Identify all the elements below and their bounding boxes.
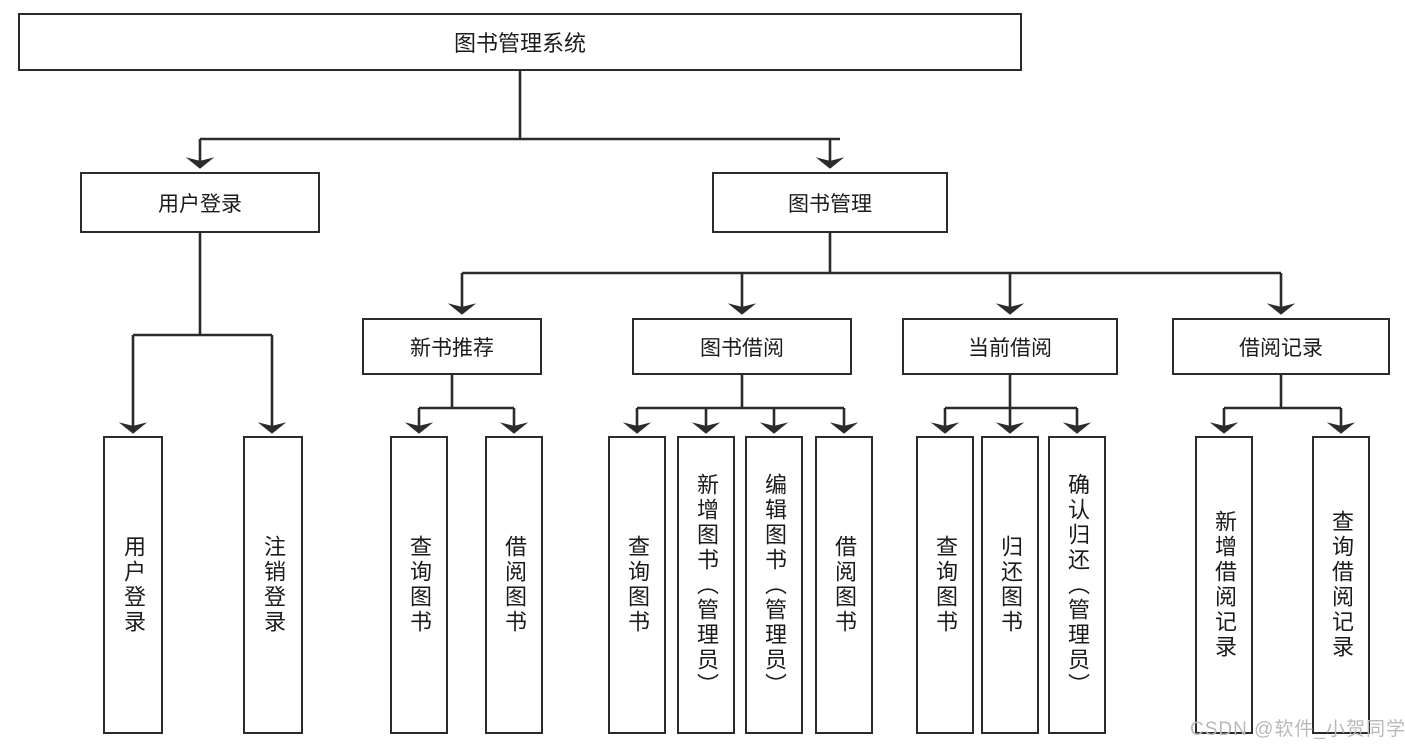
leaf-new-book-query[interactable]: 查询图书 bbox=[390, 436, 448, 734]
leaf-current-confirm-return-admin[interactable]: 确认归还（管理员） bbox=[1048, 436, 1106, 734]
node-book-management[interactable]: 图书管理 bbox=[712, 172, 948, 233]
leaf-borrow-edit-book-admin[interactable]: 编辑图书（管理员） bbox=[745, 436, 803, 734]
node-label: 注销登录 bbox=[261, 535, 286, 635]
csdn-watermark: CSDN @软件_小贺同学 bbox=[1190, 719, 1405, 740]
node-root-book-management-system[interactable]: 图书管理系统 bbox=[18, 13, 1022, 71]
node-label: 借阅图书 bbox=[832, 535, 857, 635]
leaf-new-book-borrow[interactable]: 借阅图书 bbox=[485, 436, 543, 734]
node-label: 编辑图书（管理员） bbox=[762, 472, 787, 698]
node-label: 确认归还（管理员） bbox=[1065, 472, 1090, 698]
node-label: 查询图书 bbox=[933, 535, 958, 635]
leaf-borrow-query-book[interactable]: 查询图书 bbox=[608, 436, 666, 734]
node-label: 借阅记录 bbox=[1239, 336, 1323, 360]
leaf-current-return-book[interactable]: 归还图书 bbox=[981, 436, 1039, 734]
leaf-borrow-borrow-book[interactable]: 借阅图书 bbox=[815, 436, 873, 734]
node-label: 用户登录 bbox=[158, 192, 242, 216]
node-label: 用户登录 bbox=[121, 535, 146, 635]
node-label: 查询图书 bbox=[625, 535, 650, 635]
leaf-record-add-record[interactable]: 新增借阅记录 bbox=[1195, 436, 1253, 734]
leaf-user-login-login[interactable]: 用户登录 bbox=[103, 436, 163, 734]
node-label: 查询借阅记录 bbox=[1329, 510, 1354, 660]
leaf-current-query-book[interactable]: 查询图书 bbox=[916, 436, 974, 734]
node-label: 查询图书 bbox=[407, 535, 432, 635]
node-label: 图书管理 bbox=[788, 192, 872, 216]
node-label: 图书管理系统 bbox=[453, 31, 586, 56]
leaf-borrow-add-book-admin[interactable]: 新增图书（管理员） bbox=[677, 436, 735, 734]
node-label: 当前借阅 bbox=[968, 336, 1052, 360]
node-label: 借阅图书 bbox=[502, 535, 527, 635]
leaf-user-login-logout[interactable]: 注销登录 bbox=[243, 436, 303, 734]
node-label: 新增借阅记录 bbox=[1212, 510, 1237, 660]
node-current-borrow[interactable]: 当前借阅 bbox=[902, 318, 1118, 375]
node-label: 新增图书（管理员） bbox=[694, 472, 719, 698]
node-label: 新书推荐 bbox=[410, 336, 494, 360]
leaf-record-query-record[interactable]: 查询借阅记录 bbox=[1312, 436, 1370, 734]
node-book-borrow[interactable]: 图书借阅 bbox=[632, 318, 852, 375]
node-label: 图书借阅 bbox=[700, 336, 784, 360]
node-new-book-recommend[interactable]: 新书推荐 bbox=[362, 318, 542, 375]
node-user-login[interactable]: 用户登录 bbox=[80, 172, 320, 233]
node-label: 归还图书 bbox=[998, 535, 1023, 635]
node-borrow-record[interactable]: 借阅记录 bbox=[1172, 318, 1390, 375]
